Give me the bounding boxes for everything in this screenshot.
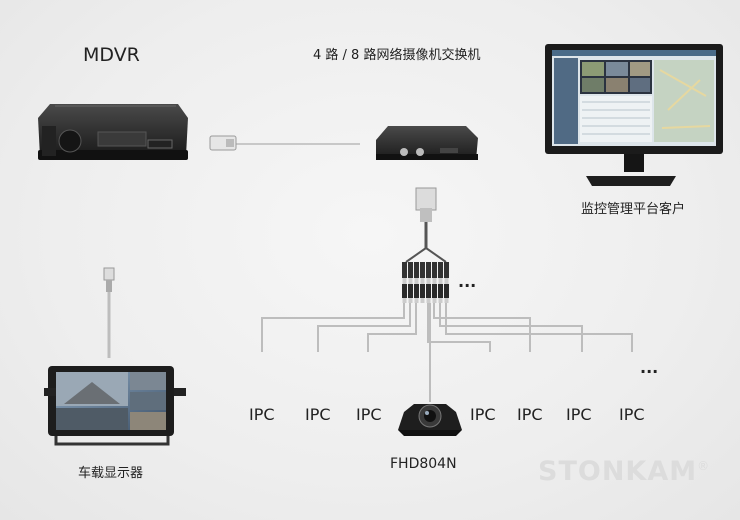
switch-device [376, 126, 478, 160]
registered-mark: ® [697, 459, 711, 473]
display-cable [103, 267, 115, 358]
platform-label: 监控管理平台客户 [581, 202, 686, 217]
display-label: 车载显示器 [78, 466, 144, 481]
more-cameras-ellipsis: ... [640, 358, 659, 377]
cable-splitter [402, 247, 449, 303]
camera-cable-tree [261, 303, 633, 402]
fhd804n-camera [398, 404, 462, 436]
more-ports-ellipsis: ... [458, 272, 477, 291]
vehicle-display-device [44, 366, 186, 446]
network-connector [415, 187, 437, 248]
ipc-label: IPC [566, 405, 592, 424]
monitor-device [545, 44, 723, 186]
mdvr-label: MDVR [83, 44, 140, 66]
brand-watermark: STONKAM® [538, 456, 710, 487]
camera-model-label: FHD804N [390, 456, 457, 472]
ipc-label: IPC [517, 405, 543, 424]
switch-label: 4 路 / 8 路网络摄像机交换机 [313, 48, 481, 63]
brand-name: STONKAM [538, 456, 698, 487]
ipc-label: IPC [619, 405, 645, 424]
ipc-label: IPC [356, 405, 382, 424]
ipc-label: IPC [249, 405, 275, 424]
ethernet-cable-mdvr-switch [209, 135, 360, 151]
mdvr-device [38, 104, 188, 160]
ipc-label: IPC [470, 405, 496, 424]
ipc-label: IPC [305, 405, 331, 424]
